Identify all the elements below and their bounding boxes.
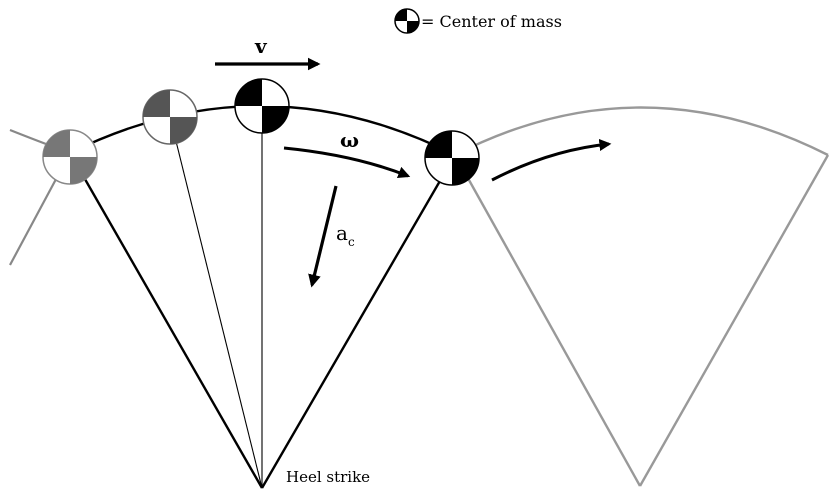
centripetal-acceleration-vector: ac <box>308 185 355 288</box>
stance-leg-left <box>68 152 264 489</box>
centripetal-acceleration-label: ac <box>336 221 355 249</box>
forward-motion-arrow <box>491 139 612 182</box>
center-of-mass-icon <box>394 8 420 34</box>
stance-legs <box>68 105 457 489</box>
com-marker-1 <box>42 129 98 185</box>
angular-velocity-vector: ω <box>283 128 411 179</box>
next-step-arc <box>454 106 829 157</box>
velocity-vector: v <box>215 34 321 71</box>
next-step-back-leg <box>453 154 642 487</box>
heel-strike-label: Heel strike <box>286 468 370 486</box>
com-marker-3 <box>234 78 290 134</box>
legend-text: = Center of mass <box>421 12 562 31</box>
stance-leg-mid <box>169 116 263 489</box>
stance-leg-right <box>260 154 457 489</box>
com-marker-4 <box>424 130 480 186</box>
angular-velocity-arrow <box>283 146 411 179</box>
com-marker-2 <box>142 89 198 145</box>
centripetal-acceleration-arrow <box>308 185 338 288</box>
angular-velocity-label: ω <box>340 128 359 152</box>
velocity-label: v <box>254 34 268 58</box>
next-step <box>453 106 830 487</box>
legend: = Center of mass <box>394 8 562 34</box>
next-step-front-leg <box>638 154 830 487</box>
